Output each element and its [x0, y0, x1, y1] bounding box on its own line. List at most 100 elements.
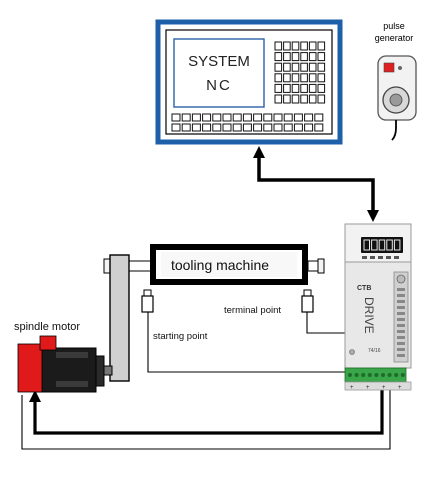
leadscrew-end-right	[317, 258, 325, 274]
terminal-screw-icon	[354, 373, 359, 377]
display-digit	[378, 239, 386, 251]
encoder-feedback-wire	[21, 388, 391, 450]
plus-icon: +	[366, 385, 370, 391]
terminal-screw-icon	[400, 373, 405, 377]
nc-key	[300, 73, 308, 83]
pulse-generator-label-line2: generator	[375, 33, 414, 43]
nc-function-key	[191, 113, 201, 122]
nc-key	[274, 52, 283, 62]
arrow-up-icon	[253, 146, 265, 158]
nc-key	[300, 94, 308, 104]
nc-function-key	[273, 113, 283, 122]
nc-key	[283, 83, 291, 93]
drive-key	[386, 256, 391, 259]
nc-function-key	[314, 123, 324, 132]
nc-key	[274, 41, 283, 51]
display-digit	[386, 239, 393, 251]
nc-key	[317, 62, 326, 72]
pulse-generator: pulse generator	[375, 21, 417, 141]
emergency-button-icon	[383, 62, 395, 73]
motor-flange	[95, 355, 105, 387]
nc-function-key	[293, 113, 303, 122]
terminal-screw-icon	[381, 373, 385, 377]
connector-pin	[397, 300, 405, 303]
plus-icon: +	[350, 385, 354, 391]
tooling-machine: tooling machine	[103, 244, 325, 382]
connector-pin	[397, 348, 405, 351]
pulse-generator-cable	[391, 120, 397, 141]
terminal-point-switch	[301, 289, 314, 313]
nc-function-key	[232, 113, 242, 122]
nc-key	[308, 73, 317, 83]
nc-function-key	[181, 123, 191, 132]
nc-function-key	[253, 123, 263, 132]
nc-function-key	[273, 123, 283, 132]
nc-key	[291, 83, 300, 93]
arrow-up-icon	[29, 390, 41, 402]
nc-key	[274, 73, 283, 83]
nc-key	[283, 62, 291, 72]
nc-function-key	[253, 113, 263, 122]
nc-function-key	[263, 113, 273, 122]
machine-label: tooling machine	[171, 257, 269, 273]
nc-key	[300, 62, 308, 72]
nc-key	[317, 52, 326, 62]
pulse-generator-label-line1: pulse	[383, 21, 405, 31]
nc-function-key	[314, 113, 324, 122]
drive-terminals	[348, 373, 405, 377]
nc-key	[274, 62, 283, 72]
nc-function-key	[232, 123, 242, 132]
indicator-dot-icon	[398, 66, 402, 70]
plus-icon: +	[382, 385, 386, 391]
connector-pin	[397, 324, 405, 327]
motor-fin	[56, 352, 88, 358]
spindle-motor-label: spindle motor	[14, 321, 80, 333]
drive-base	[344, 381, 412, 391]
nc-drive-bus-cable	[257, 152, 375, 214]
drive-model: 74/16	[368, 348, 381, 354]
nc-function-key	[242, 123, 252, 132]
wiring	[21, 146, 391, 450]
drive-connector-pins	[397, 288, 405, 357]
nc-keypad	[274, 41, 326, 104]
nc-function-key	[171, 113, 181, 122]
nc-screen	[173, 38, 265, 108]
connector-pin	[397, 330, 405, 333]
connector-pin	[397, 318, 405, 321]
nc-function-key	[222, 113, 232, 122]
terminal-screw-icon	[361, 373, 366, 377]
ctb-drive: CTB DRIVE 74/16 + + + +	[344, 223, 412, 391]
terminal-screw-icon	[394, 373, 399, 377]
drive-name: DRIVE	[362, 297, 376, 334]
nc-key	[308, 62, 317, 72]
nc-function-key	[191, 123, 201, 132]
nc-key	[300, 41, 308, 51]
nc-key	[274, 94, 283, 104]
machine-table-inner	[161, 252, 297, 277]
nc-key	[308, 83, 317, 93]
nc-key	[283, 73, 291, 83]
plus-icon: +	[398, 385, 402, 391]
starting-point-label: starting point	[153, 331, 208, 342]
nc-key	[317, 41, 326, 51]
nc-key	[291, 41, 300, 51]
nc-function-key	[293, 123, 303, 132]
motor-shaft	[103, 365, 113, 376]
motor-connector	[39, 335, 57, 351]
nc-key	[317, 94, 326, 104]
nc-key	[291, 73, 300, 83]
nc-key	[300, 83, 308, 93]
nc-key	[317, 83, 326, 93]
nc-function-key	[304, 123, 314, 132]
terminal-screw-icon	[348, 373, 352, 377]
terminal-screw-icon	[367, 373, 372, 377]
handwheel-hub-icon	[389, 93, 403, 107]
nc-function-key	[181, 113, 191, 122]
display-digit	[371, 239, 378, 251]
nc-key	[308, 41, 317, 51]
starting-point-wire	[147, 318, 349, 373]
connector-pin	[397, 354, 405, 357]
nc-title-line1: SYSTEM	[188, 53, 250, 70]
